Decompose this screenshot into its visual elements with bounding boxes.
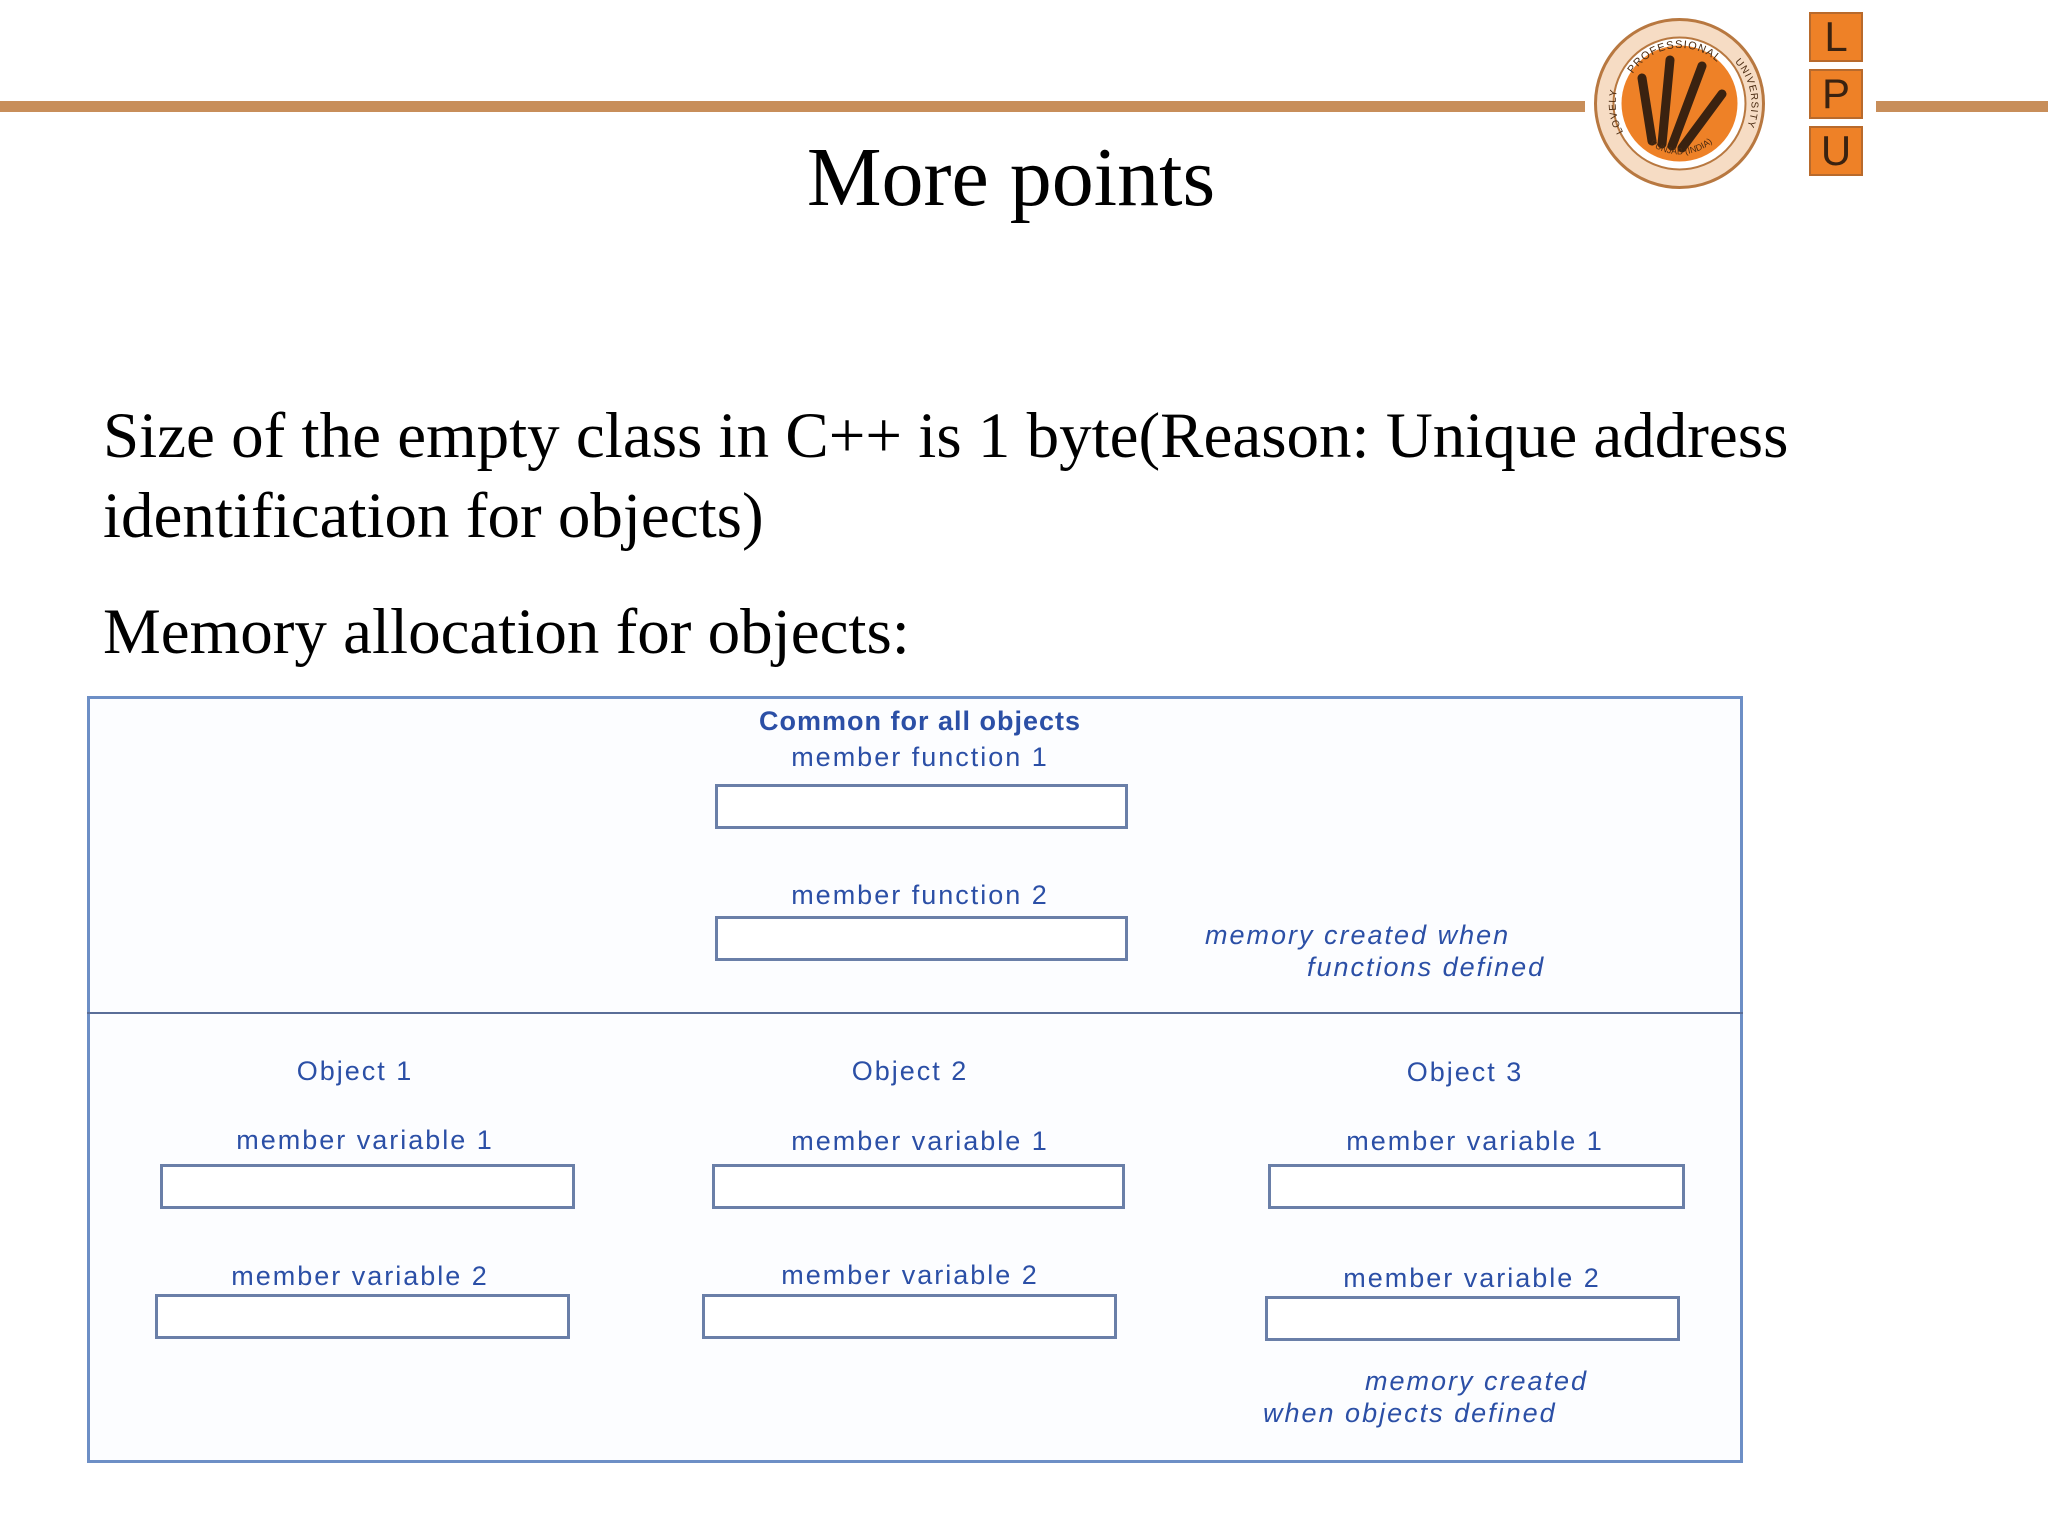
object-3-member-variable-2-box	[1265, 1296, 1680, 1341]
university-seal-logo: PROFESSIONAL LOVELY UNIVERSITY PUNJAB (I…	[1594, 18, 1765, 189]
paragraph-empty-class-size: Size of the empty class in C++ is 1 byte…	[103, 400, 1789, 552]
header-rule-left	[0, 101, 1585, 112]
member-function-1-label: member function 1	[791, 742, 1049, 772]
object-3-member-variable-1-label: member variable 1	[1346, 1126, 1604, 1156]
object-2-member-variable-1-box	[712, 1164, 1125, 1209]
object-3-member-variable-1-box	[1268, 1164, 1685, 1209]
object-1-title: Object 1	[296, 1056, 414, 1086]
object-1-member-variable-1-box	[160, 1164, 575, 1209]
member-function-2-label: member function 2	[791, 880, 1049, 910]
object-2-member-variable-1-label: member variable 1	[791, 1126, 1049, 1156]
object-2-title: Object 2	[851, 1056, 969, 1086]
object-3-member-variable-2-label: member variable 2	[1343, 1263, 1601, 1293]
common-for-all-objects-heading: Common for all objects	[758, 706, 1082, 736]
logo-letter-u: U	[1809, 126, 1863, 176]
objects-memory-note-line1: memory created	[1365, 1366, 1589, 1396]
objects-memory-note-line2: when objects defined	[1263, 1398, 1557, 1428]
object-2-member-variable-2-box	[702, 1294, 1117, 1339]
object-2-member-variable-2-label: member variable 2	[781, 1260, 1039, 1290]
object-1-member-variable-1-label: member variable 1	[236, 1125, 494, 1155]
lpu-letter-blocks: L P U	[1809, 12, 1863, 183]
diagram-divider	[87, 1012, 1743, 1014]
header-rule-right	[1876, 101, 2048, 112]
object-1-member-variable-2-box	[155, 1294, 570, 1339]
object-1-member-variable-2-label: member variable 2	[231, 1261, 489, 1291]
member-function-2-box	[715, 916, 1128, 961]
member-function-1-box	[715, 784, 1128, 829]
functions-memory-note-line2: functions defined	[1307, 952, 1546, 982]
logo-letter-l: L	[1809, 12, 1863, 62]
slide-title: More points	[806, 131, 1216, 224]
functions-memory-note-line1: memory created when	[1205, 920, 1511, 950]
logo-letter-p: P	[1809, 69, 1863, 119]
object-3-title: Object 3	[1406, 1057, 1524, 1087]
paragraph-memory-allocation: Memory allocation for objects:	[103, 596, 910, 668]
